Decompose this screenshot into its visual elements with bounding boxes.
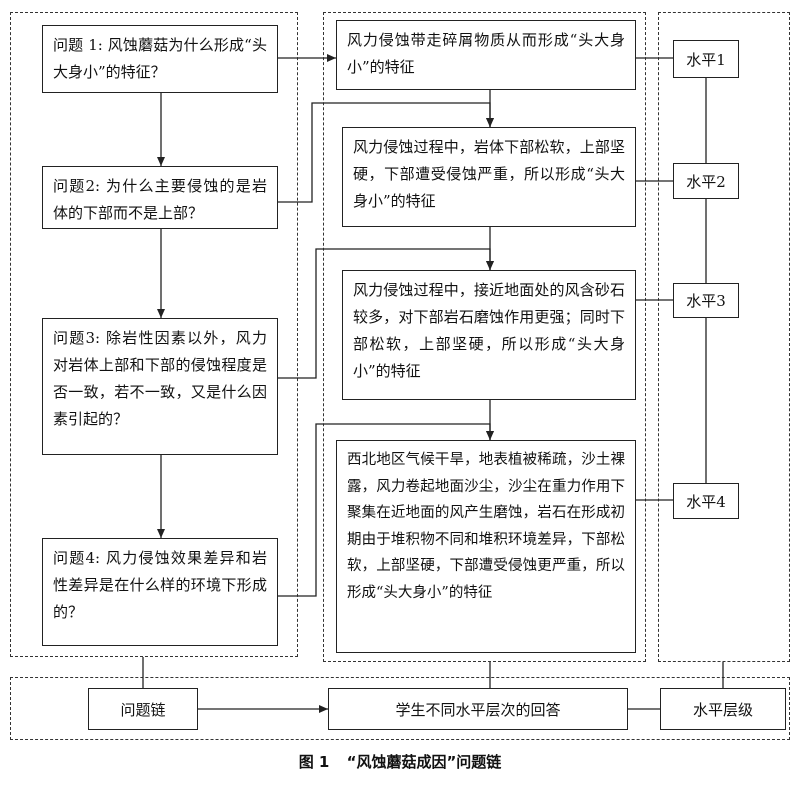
legend-levels-label: 水平层级 bbox=[692, 700, 753, 719]
level-box-1: 水平1 bbox=[673, 40, 739, 78]
answer-box-3: 风力侵蚀过程中，接近地面处的风含砂石较多，对下部岩石磨蚀作用更强；同时下部松软，… bbox=[342, 270, 636, 400]
level-label-3: 水平3 bbox=[686, 292, 726, 310]
question-column-frame bbox=[10, 12, 298, 657]
figure-caption: 图 1 “风蚀蘑菇成因”问题链 bbox=[0, 751, 800, 772]
level-label-4: 水平4 bbox=[686, 492, 726, 511]
legend-frame bbox=[10, 677, 790, 740]
answer-box-4: 西北地区气候干旱，地表植被稀疏，沙土裸露，风力卷起地面沙尘，沙尘在重力作用下聚集… bbox=[336, 440, 636, 653]
level-label-2: 水平2 bbox=[686, 172, 726, 191]
level-column-frame bbox=[658, 12, 790, 662]
question-text-1: 问题 1: 风蚀蘑菇为什么形成“头大身小”的特征？ bbox=[53, 36, 267, 81]
legend-answers: 学生不同水平层次的回答 bbox=[328, 688, 628, 730]
legend-question-chain-label: 问题链 bbox=[120, 700, 166, 719]
question-box-3: 问题3: 除岩性因素以外，风力对岩体上部和下部的侵蚀程度是否一致，若不一致，又是… bbox=[42, 318, 278, 455]
legend-question-chain: 问题链 bbox=[88, 688, 198, 730]
answer-column-frame bbox=[323, 12, 646, 662]
answer-text-3: 风力侵蚀过程中，接近地面处的风含砂石较多，对下部岩石磨蚀作用更强；同时下部松软，… bbox=[353, 281, 625, 380]
answer-box-1: 风力侵蚀带走碎屑物质从而形成“头大身小”的特征 bbox=[336, 20, 636, 90]
legend-answers-label: 学生不同水平层次的回答 bbox=[395, 700, 561, 719]
question-box-2: 问题2: 为什么主要侵蚀的是岩体的下部而不是上部？ bbox=[42, 166, 278, 229]
answer-text-4: 西北地区气候干旱，地表植被稀疏，沙土裸露，风力卷起地面沙尘，沙尘在重力作用下聚集… bbox=[347, 452, 625, 601]
figure-number: 图 1 bbox=[298, 753, 330, 771]
answer-box-2: 风力侵蚀过程中，岩体下部松软，上部坚硬，下部遭受侵蚀严重，所以形成“头大身小”的… bbox=[342, 127, 636, 227]
level-label-1: 水平1 bbox=[686, 50, 726, 69]
question-box-1: 问题 1: 风蚀蘑菇为什么形成“头大身小”的特征？ bbox=[42, 25, 278, 93]
question-box-4: 问题4: 风力侵蚀效果差异和岩性差异是在什么样的环境下形成的？ bbox=[42, 538, 278, 646]
question-text-2: 问题2: 为什么主要侵蚀的是岩体的下部而不是上部？ bbox=[53, 177, 267, 222]
figure-title: “风蚀蘑菇成因”问题链 bbox=[346, 753, 502, 771]
level-box-2: 水平2 bbox=[673, 163, 739, 199]
answer-text-1: 风力侵蚀带走碎屑物质从而形成“头大身小”的特征 bbox=[347, 31, 625, 76]
level-box-3: 水平3 bbox=[673, 283, 739, 318]
legend-levels: 水平层级 bbox=[660, 688, 786, 730]
question-text-4: 问题4: 风力侵蚀效果差异和岩性差异是在什么样的环境下形成的？ bbox=[53, 549, 267, 621]
level-box-4: 水平4 bbox=[673, 483, 739, 519]
answer-text-2: 风力侵蚀过程中，岩体下部松软，上部坚硬，下部遭受侵蚀严重，所以形成“头大身小”的… bbox=[353, 138, 625, 210]
question-text-3: 问题3: 除岩性因素以外，风力对岩体上部和下部的侵蚀程度是否一致，若不一致，又是… bbox=[53, 329, 267, 428]
